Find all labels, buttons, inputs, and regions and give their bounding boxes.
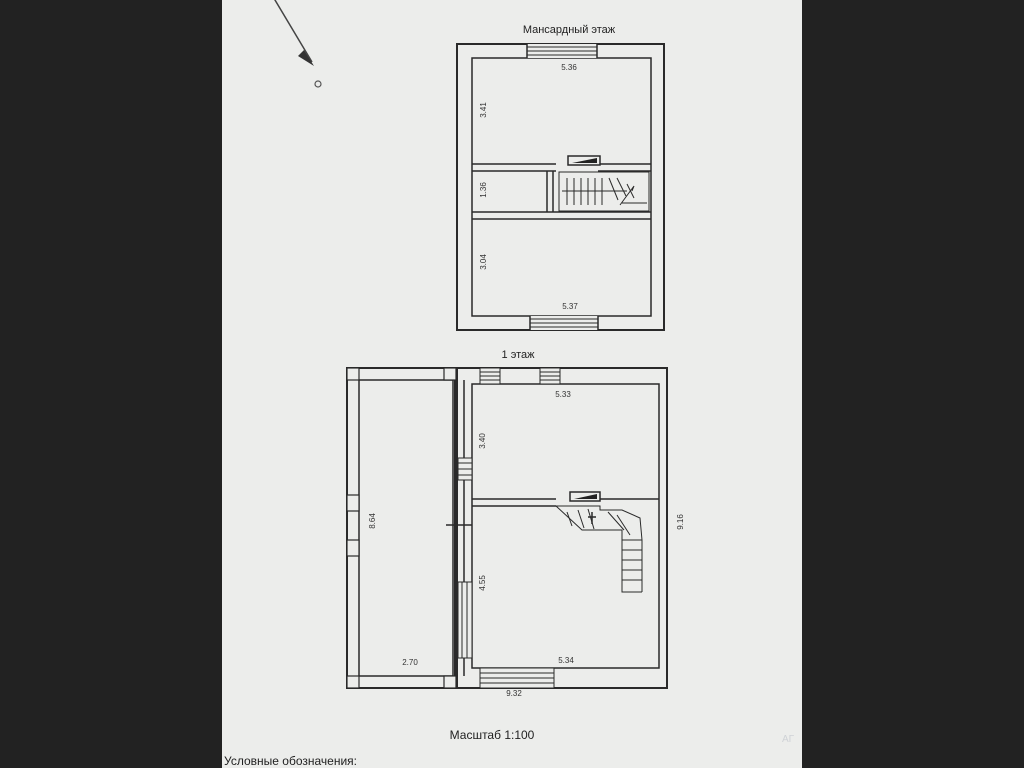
first-floor-staircase <box>555 505 643 593</box>
first-floor-dim-right-bottom-width: 5.34 <box>558 656 574 665</box>
first-floor-top-windows <box>479 367 561 385</box>
watermark-logo: АГ <box>782 734 795 745</box>
first-floor-dim-right-top-width: 5.33 <box>555 390 571 399</box>
plan-sheet: Мансардный этаж <box>222 0 802 768</box>
first-floor-dim-right-bottom-height: 4.55 <box>478 575 487 591</box>
attic-dim-bottom-height: 3.04 <box>479 254 488 270</box>
first-floor-left-windows <box>346 367 457 689</box>
first-floor-plan <box>346 367 668 689</box>
attic-dim-middle-height: 1.36 <box>479 182 488 198</box>
attic-plan <box>456 43 665 331</box>
first-floor-window-bottom <box>479 667 555 689</box>
first-floor-chimney <box>569 491 601 502</box>
attic-window-bottom <box>529 316 599 330</box>
first-floor-title: 1 этаж <box>502 349 536 361</box>
floor-plan-drawing: Мансардный этаж <box>224 0 795 768</box>
attic-dim-bottom-width: 5.37 <box>562 302 578 311</box>
attic-dim-top-height: 3.41 <box>479 102 488 118</box>
first-floor-dim-left-width: 2.70 <box>402 658 418 667</box>
first-floor-inner-openings <box>446 457 473 659</box>
first-floor-dim-left-height: 8.64 <box>368 513 377 529</box>
scale-label: Масштаб 1:100 <box>450 728 535 742</box>
attic-window-top <box>526 44 598 58</box>
north-arrow-icon <box>274 0 322 88</box>
attic-staircase <box>558 171 650 212</box>
legend-label: Условные обозначения: <box>224 754 357 768</box>
first-floor-dim-total-height: 9.16 <box>676 514 685 530</box>
first-floor-dim-right-top-height: 3.40 <box>478 433 487 449</box>
attic-title: Мансардный этаж <box>523 24 616 36</box>
attic-chimney <box>567 155 601 166</box>
attic-dim-top-width: 5.36 <box>561 63 577 72</box>
first-floor-dim-total-width: 9.32 <box>506 689 522 698</box>
